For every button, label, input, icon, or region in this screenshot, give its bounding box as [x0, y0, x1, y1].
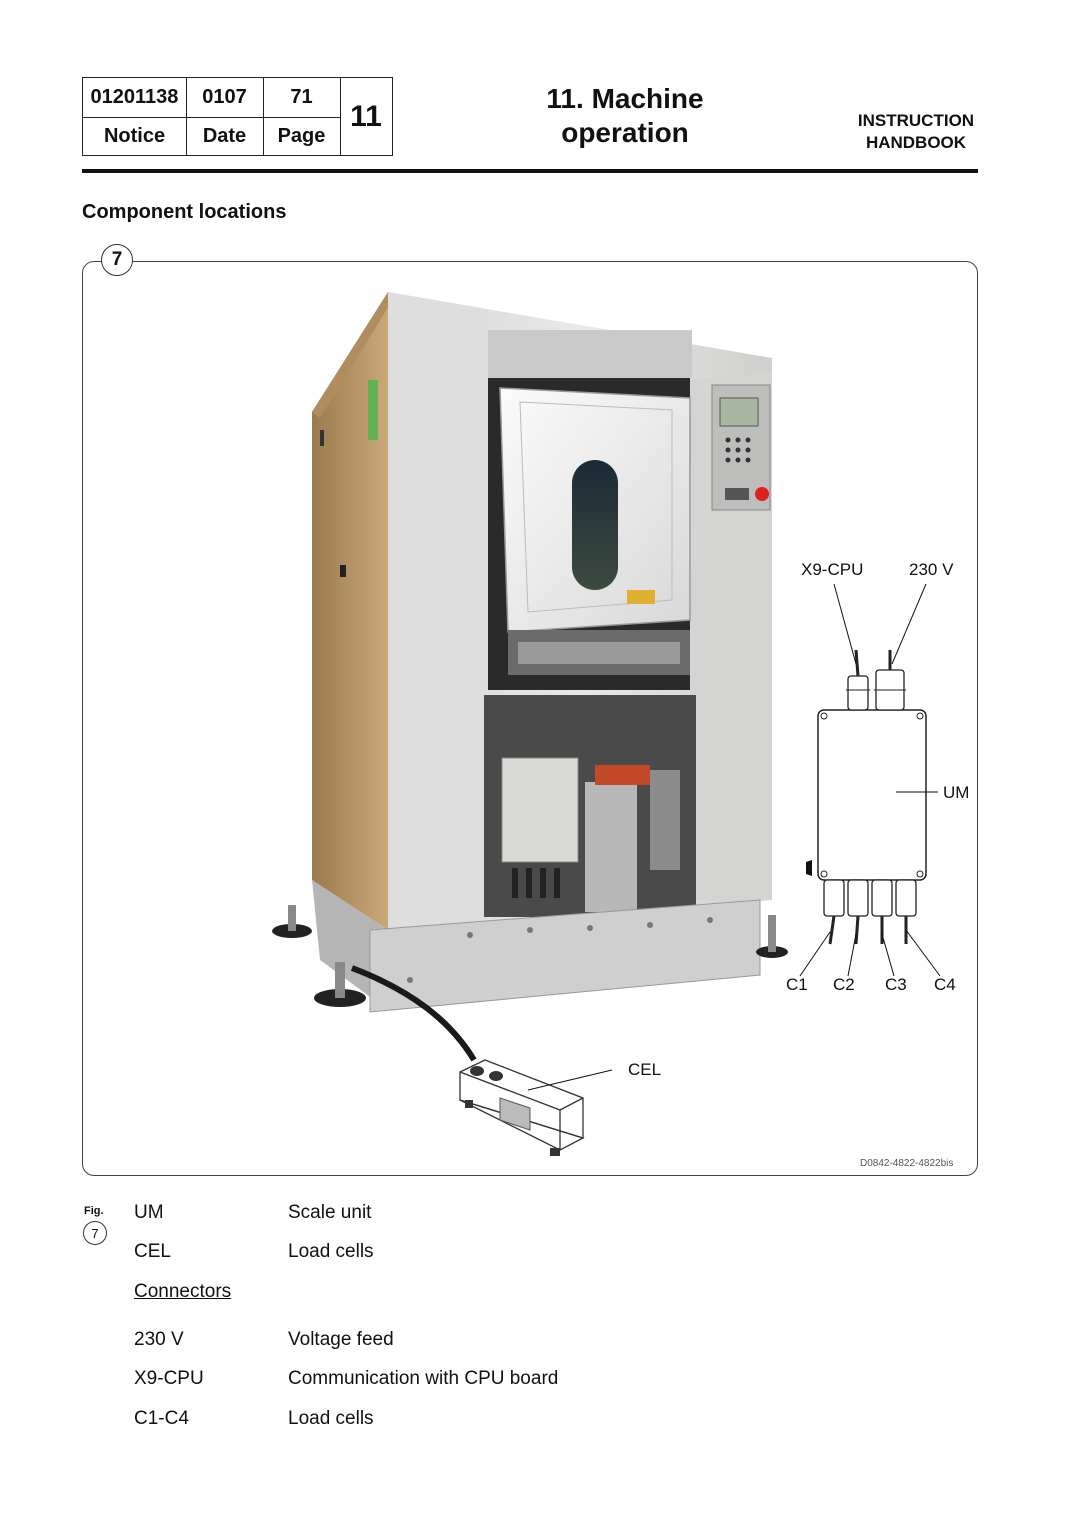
legend-fig-number: 7	[83, 1221, 107, 1245]
callout-x9-cpu: X9-CPU	[801, 560, 864, 579]
connector-code: 230 V	[134, 1329, 184, 1350]
callout-c3: C3	[885, 975, 907, 994]
chapter-title-line1: 11. Machine	[546, 83, 704, 114]
connector-code: X9-CPU	[134, 1368, 204, 1389]
page-label: Page	[277, 124, 326, 147]
figure-frame	[82, 261, 978, 1176]
callout-c2: C2	[833, 975, 855, 994]
chapter-number: 11	[350, 99, 382, 133]
date-value: 0107	[202, 86, 247, 108]
document-id-table: 01201138 0107 71 Notice Date Page 11	[82, 77, 393, 156]
legend-code: CEL	[134, 1241, 171, 1262]
legend-description: Scale unit	[288, 1202, 372, 1223]
legend-description: Load cells	[288, 1241, 374, 1262]
connector-code: C1-C4	[134, 1408, 189, 1429]
header-rule	[82, 169, 978, 173]
machine-front	[388, 292, 772, 930]
connector-description: Load cells	[288, 1408, 374, 1429]
handbook-label: INSTRUCTION HANDBOOK	[845, 110, 987, 154]
callout-um: UM	[943, 783, 970, 802]
legend-fig-label: Fig.	[84, 1205, 104, 1217]
notice-number: 01201138	[90, 86, 179, 108]
scale-unit	[799, 583, 941, 977]
figure-number-badge: 7	[101, 244, 133, 276]
connector-description: Voltage feed	[288, 1329, 394, 1350]
connector-description: Communication with CPU board	[288, 1368, 559, 1389]
date-label: Date	[202, 124, 247, 147]
handbook-line2: HANDBOOK	[865, 133, 967, 152]
callout-cel: CEL	[628, 1060, 662, 1079]
machine-side-panel	[312, 292, 395, 930]
chapter-title: 11. Machine operation	[520, 82, 730, 150]
figure-reference: D0842-4822-4822bis	[860, 1158, 954, 1169]
chapter-title-line2: operation	[561, 117, 689, 148]
notice-label: Notice	[103, 124, 166, 147]
legend-code: UM	[134, 1202, 164, 1223]
machine-base	[272, 880, 788, 1062]
connectors-subheading: Connectors	[134, 1281, 232, 1302]
callout-c1: C1	[786, 975, 808, 994]
page-value: 71	[290, 86, 313, 108]
handbook-line1: INSTRUCTION	[857, 111, 975, 130]
callout-c4: C4	[934, 975, 956, 994]
callout-230v: 230 V	[909, 560, 954, 579]
load-cell	[459, 1059, 613, 1156]
section-heading: Component locations	[82, 201, 287, 223]
